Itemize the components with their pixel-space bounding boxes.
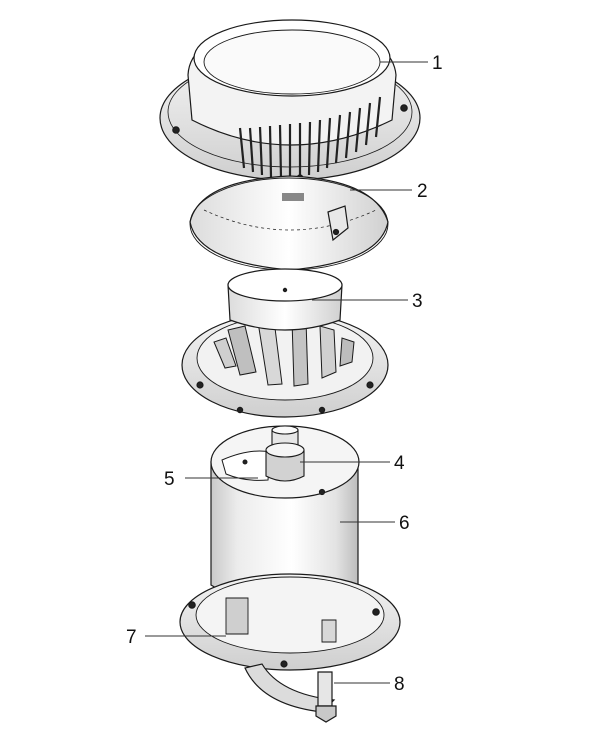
callout-5: 5	[164, 469, 175, 490]
part-4-shaft-coupling	[266, 426, 304, 481]
callout-4: 4	[394, 453, 405, 474]
callout-7: 7	[126, 627, 137, 648]
callout-6: 6	[399, 513, 410, 534]
part-5-terminal-cover	[222, 451, 326, 496]
part-3-impeller-housing	[182, 269, 388, 417]
vent-slots	[240, 97, 380, 178]
part-2-dome-cover	[190, 176, 388, 270]
callout-1: 1	[432, 53, 443, 74]
callout-numbers: 1 2 3 4 5 6 7 8	[126, 53, 443, 695]
part-1-vent-grille-ring	[160, 20, 420, 182]
part-8-base-bracket	[245, 664, 336, 722]
impeller-blades	[214, 320, 354, 386]
callout-3: 3	[412, 291, 423, 312]
callout-2: 2	[417, 181, 428, 202]
leader-lines	[145, 61, 428, 684]
callout-8: 8	[394, 674, 405, 695]
part-7-mounting-flange	[180, 574, 400, 670]
